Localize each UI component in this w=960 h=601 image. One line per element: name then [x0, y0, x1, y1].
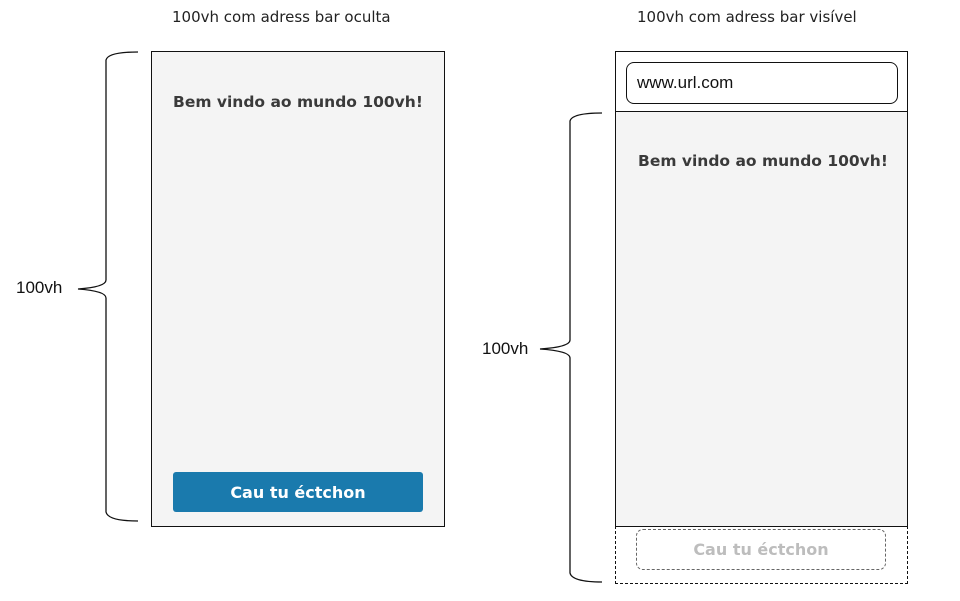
right-cta-button-hidden: Cau tu éctchon [636, 529, 886, 570]
left-phone-viewport: Bem vindo ao mundo 100vh! Cau tu éctchon [151, 51, 445, 527]
right-welcome-text: Bem vindo ao mundo 100vh! [638, 152, 888, 170]
right-caption: 100vh com adress bar visível [637, 8, 857, 26]
left-100vh-label: 100vh [16, 278, 63, 297]
left-welcome-text: Bem vindo ao mundo 100vh! [173, 93, 423, 111]
left-caption: 100vh com adress bar oculta [172, 8, 391, 26]
browser-address-bar: www.url.com [615, 51, 908, 113]
left-cta-button[interactable]: Cau tu éctchon [173, 472, 423, 512]
url-input[interactable]: www.url.com [626, 62, 898, 104]
right-phone-viewport: Bem vindo ao mundo 100vh! [615, 111, 908, 527]
right-100vh-label: 100vh [482, 339, 529, 358]
offscreen-area: Cau tu éctchon [615, 526, 908, 584]
